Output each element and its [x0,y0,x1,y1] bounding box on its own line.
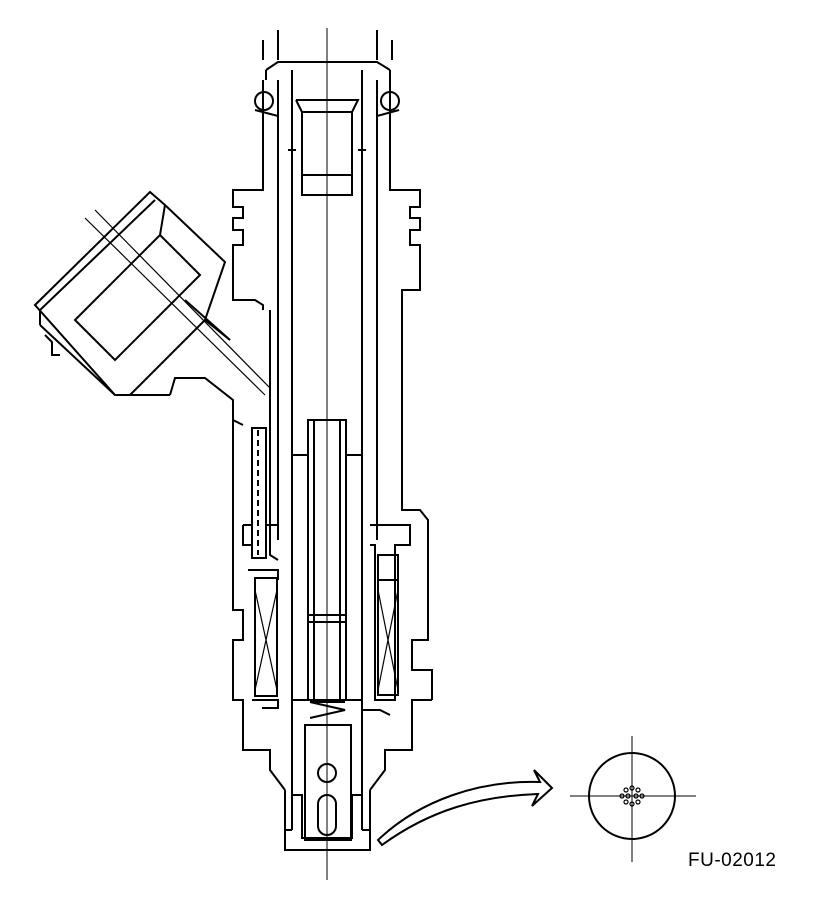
figure-code: FU-02012 [688,850,777,871]
return-spring [309,701,346,719]
upper-o-ring-right [380,91,400,111]
injector-lower-right [362,699,432,791]
injector-upper-body [232,30,433,830]
electrical-connector [33,190,271,426]
nozzle-detail-view [570,736,696,862]
detail-arrow [376,769,554,847]
inlet-filter [288,99,366,196]
spray-holes [619,785,645,807]
solenoid-coil-left [248,569,279,709]
nozzle-tip [284,724,371,851]
upper-o-ring-left [254,91,274,111]
armature-needle [292,419,362,701]
injector-left-housing [232,310,286,791]
terminal-pin [251,427,267,559]
solenoid-coil-right [370,524,411,701]
